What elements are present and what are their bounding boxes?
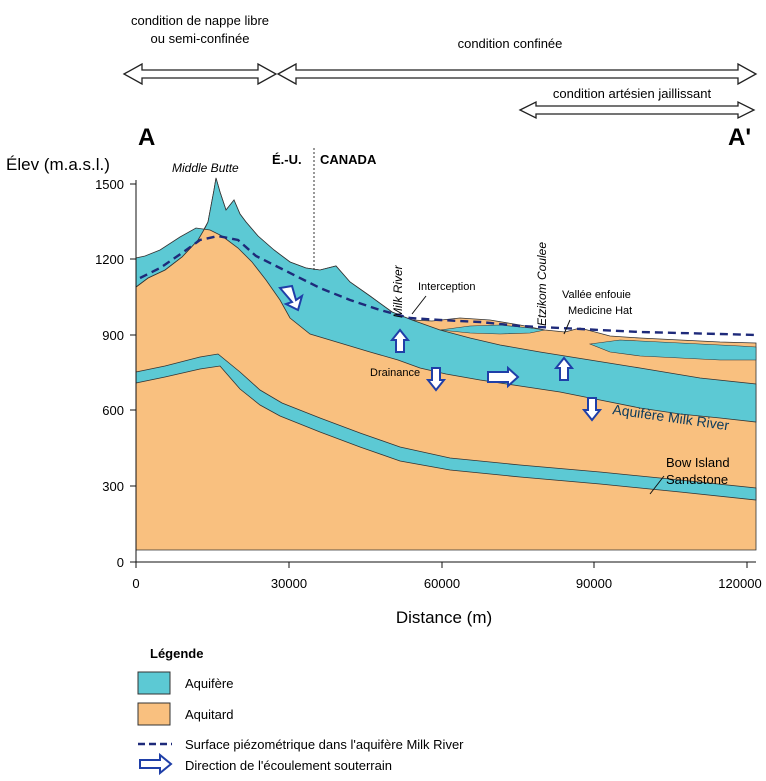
confined-double-arrow bbox=[276, 62, 758, 86]
flow-arrow-1 bbox=[278, 284, 304, 312]
x-tick-label: 60000 bbox=[424, 576, 460, 591]
x-tick-label: 90000 bbox=[576, 576, 612, 591]
bow-island-label-2: Sandstone bbox=[666, 472, 728, 487]
bow-island-label-1: Bow Island bbox=[666, 455, 730, 470]
aquifer-lens bbox=[439, 324, 546, 335]
legend: Légende Aquifère Aquitard Surface piézom… bbox=[137, 646, 464, 776]
border-canada-label: CANADA bbox=[320, 152, 377, 167]
interception-pointer bbox=[411, 295, 427, 315]
legend-flow-arrow-icon bbox=[139, 752, 173, 776]
valley-pointer bbox=[563, 319, 571, 335]
x-axis-label: Distance (m) bbox=[396, 608, 492, 627]
bow-island-pointer bbox=[649, 475, 665, 495]
valley-label-2: Medicine Hat bbox=[568, 305, 632, 317]
etzikom-label: Etzikom Coulee bbox=[535, 242, 549, 326]
legend-label-flow: Direction de l'écoulement souterrain bbox=[185, 758, 392, 773]
flow-arrow-down-2 bbox=[581, 397, 603, 422]
section-end-label: A' bbox=[728, 124, 751, 151]
unconfined-double-arrow bbox=[122, 62, 278, 86]
y-tick-label: 1200 bbox=[95, 252, 124, 267]
flow-arrow-down-1 bbox=[425, 367, 447, 392]
x-tick-label: 30000 bbox=[271, 576, 307, 591]
milk-river-label: Milk River bbox=[391, 264, 405, 318]
aquifer-milk-river bbox=[135, 177, 757, 423]
border-us-label: É.-U. bbox=[272, 152, 302, 167]
y-tick-label: 600 bbox=[102, 403, 124, 418]
y-axis-label: Élev (m.a.s.l.) bbox=[6, 155, 110, 174]
legend-swatch-aquitard bbox=[137, 702, 171, 726]
flow-arrow-2 bbox=[487, 365, 520, 389]
condition-unconfined-label-2: ou semi-confinée bbox=[151, 31, 250, 46]
y-tick-label: 0 bbox=[117, 555, 124, 570]
condition-confined-label: condition confinée bbox=[458, 36, 563, 51]
x-tick-label: 120000 bbox=[718, 576, 761, 591]
y-tick-label: 900 bbox=[102, 328, 124, 343]
section-start-label: A bbox=[138, 124, 155, 151]
x-tick-label: 0 bbox=[132, 576, 139, 591]
aquifer-upper-right bbox=[588, 339, 757, 361]
flow-arrow-up-2 bbox=[553, 356, 575, 381]
valley-label-1: Vallée enfouie bbox=[562, 289, 631, 301]
middle-butte-label: Middle Butte bbox=[172, 161, 239, 175]
legend-label-piezometric: Surface piézométrique dans l'aquifère Mi… bbox=[185, 737, 464, 752]
legend-swatch-aquifer bbox=[137, 671, 171, 695]
piezometric-surface bbox=[139, 234, 757, 337]
artesian-double-arrow bbox=[518, 100, 756, 120]
condition-artesian-label: condition artésien jaillissant bbox=[553, 86, 712, 101]
aquifer-middle bbox=[135, 353, 757, 501]
legend-label-aquitard: Aquitard bbox=[185, 707, 233, 722]
legend-label-aquifer: Aquifère bbox=[185, 676, 233, 691]
y-tick-label: 300 bbox=[102, 479, 124, 494]
y-ticks: 1500 1200 900 600 300 0 bbox=[95, 177, 136, 570]
x-ticks: 0 30000 60000 90000 120000 bbox=[132, 562, 762, 591]
y-tick-label: 1500 bbox=[95, 177, 124, 192]
drainance-label: Drainance bbox=[370, 367, 420, 379]
condition-unconfined-label-1: condition de nappe libre bbox=[131, 13, 269, 28]
interception-label: Interception bbox=[418, 281, 475, 293]
flow-arrow-up-1 bbox=[389, 328, 411, 353]
legend-title: Légende bbox=[150, 646, 203, 661]
